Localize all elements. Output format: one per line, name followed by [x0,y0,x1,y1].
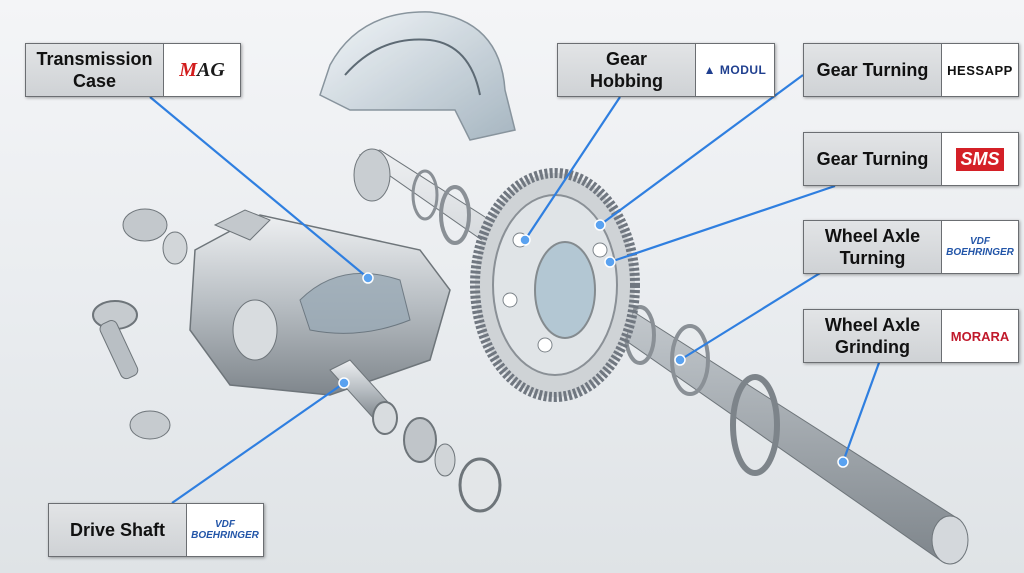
modul-logo-icon: ▲ MODUL [696,44,774,96]
label-wheel-axle-grinding: Wheel Axle Grinding MORARA [803,309,1019,363]
bearing-parts-left [92,208,188,440]
morara-logo-icon: MORARA [942,310,1018,362]
vdf-boehringer-logo-icon: VDF BOEHRINGER [187,504,263,556]
transmission-housing [189,209,451,396]
leader-lines [149,74,882,504]
sms-logo-icon: SMS [942,133,1018,185]
label-gear-hobbing: Gear Hobbing ▲ MODUL [557,43,775,97]
label-text: Wheel Axle Turning [804,221,942,273]
leader-dots [338,219,849,468]
vdf-boehringer-logo-icon: VDF BOEHRINGER [942,221,1018,273]
label-gear-turning-2: Gear Turning SMS [803,132,1019,186]
drive-shaft-part [329,359,502,513]
label-transmission-case: Transmission Case MAG [25,43,241,97]
label-text: Drive Shaft [49,504,187,556]
ring-gear [470,168,640,402]
mag-logo-icon: MAG [164,44,240,96]
label-text: Wheel Axle Grinding [804,310,942,362]
label-gear-turning-1: Gear Turning HESSAPP [803,43,1019,97]
housing-cover [319,11,516,141]
label-text: Gear Turning [804,133,942,185]
label-text: Transmission Case [26,44,164,96]
label-text: Gear Turning [804,44,942,96]
label-text: Gear Hobbing [558,44,696,96]
label-wheel-axle-turning: Wheel Axle Turning VDF BOEHRINGER [803,220,1019,274]
hessapp-logo-icon: HESSAPP [942,44,1018,96]
label-drive-shaft: Drive Shaft VDF BOEHRINGER [48,503,264,557]
